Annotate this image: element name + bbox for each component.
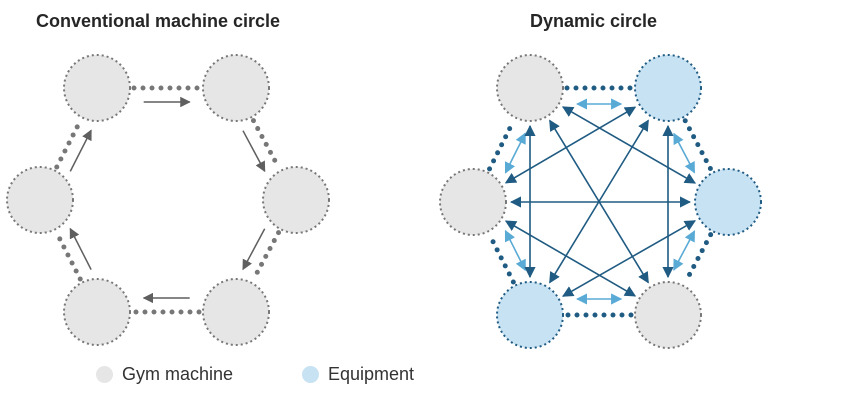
dynamic-neighbour-arrow: [504, 132, 526, 174]
equipment-node: [634, 54, 702, 122]
conventional-dotted-link: [54, 230, 83, 282]
gym-machine-node: [439, 168, 507, 236]
gym-machine-node: [6, 166, 74, 234]
gym-machine-node: [63, 54, 131, 122]
gym-machine-node: [262, 166, 330, 234]
dynamic-dotted-link: [487, 232, 516, 285]
conventional-flow-arrow: [69, 227, 92, 270]
gym-machine-node: [63, 278, 131, 346]
equipment-swatch: [302, 366, 319, 383]
gym-machine-swatch: [96, 366, 113, 383]
gym-machine-node: [202, 278, 270, 346]
conventional-flow-arrow: [242, 228, 266, 271]
conventional-dotted-link: [250, 118, 282, 170]
dynamic-neighbour-arrow: [504, 229, 527, 272]
equipment-node: [496, 281, 564, 349]
dynamic-flow-arrows: [504, 98, 697, 305]
equipment-node: [694, 168, 762, 236]
dynamic-nodes: [439, 54, 762, 349]
conventional-dotted-link: [250, 230, 282, 282]
conventional-dotted-ring: [54, 85, 282, 315]
gym-machine-node: [202, 54, 270, 122]
dynamic-cross-arrow: [504, 106, 637, 184]
conventional-flow-arrow: [69, 129, 92, 172]
gym-machine-node: [634, 281, 702, 349]
dynamic-neighbour-arrow: [673, 230, 696, 271]
conventional-nodes: [6, 54, 330, 346]
dynamic-cross-arrow: [504, 220, 637, 297]
legend-equipment: Equipment: [302, 364, 414, 385]
legend-equipment-label: Equipment: [328, 364, 415, 384]
conventional-circle-title: Conventional machine circle: [36, 11, 281, 31]
conventional-flow-arrow: [242, 130, 266, 173]
conventional-dotted-link: [54, 118, 83, 170]
dynamic-neighbour-arrow: [673, 132, 696, 174]
dynamic-dotted-link: [487, 118, 516, 172]
legend-gym-machine-label: Gym machine: [122, 364, 234, 384]
legend-gym-machine: Gym machine: [96, 364, 233, 385]
gym-machine-node: [496, 54, 564, 122]
dynamic-circle-title: Dynamic circle: [530, 11, 658, 31]
conventional-flow-arrows: [69, 96, 266, 304]
